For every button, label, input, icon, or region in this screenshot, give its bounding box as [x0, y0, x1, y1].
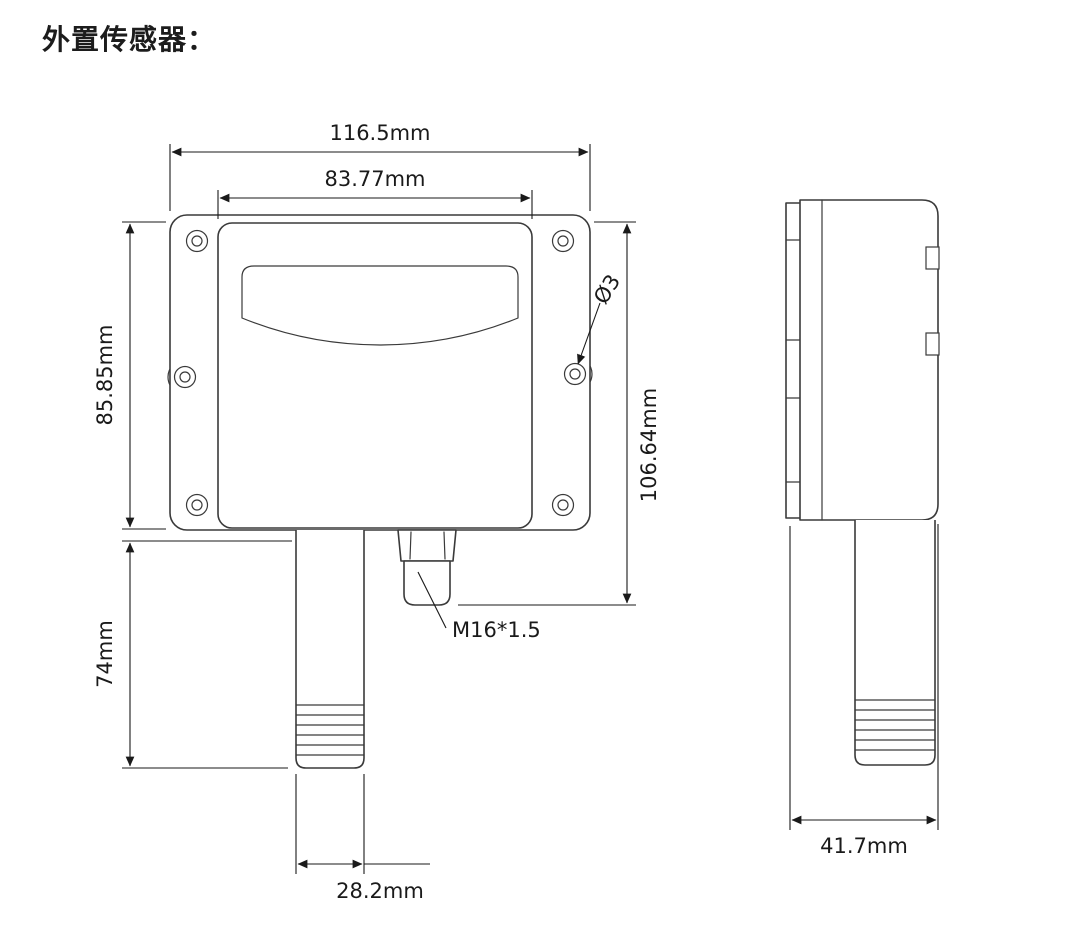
probe-front	[295, 530, 365, 769]
dimension-depth: 41.7mm	[789, 524, 939, 858]
screw-hole-icon	[551, 493, 575, 517]
screw-hole-icon	[179, 371, 191, 383]
screw-hole-icon	[173, 365, 197, 389]
screw-hole-icon	[191, 499, 203, 511]
screw-hole-icon	[569, 368, 581, 380]
screw-holes	[173, 229, 587, 517]
screw-hole-icon	[185, 493, 209, 517]
dimension-body-height: 85.85mm	[93, 221, 166, 530]
front-lid	[217, 222, 533, 529]
dimension-overall-height: 106.64mm	[458, 221, 661, 606]
screw-hole-icon	[557, 235, 569, 247]
screw-hole-icon	[185, 229, 209, 253]
dim-probe-length-label: 74mm	[93, 620, 117, 688]
dim-probe-width-label: 28.2mm	[336, 879, 424, 903]
screw-hole-icon	[191, 235, 203, 247]
dimension-lid-width: 83.77mm	[217, 167, 533, 219]
dimension-probe-width: 28.2mm	[295, 774, 430, 903]
screw-hole-icon	[557, 499, 569, 511]
cable-gland-front	[397, 529, 457, 606]
screw-hole-icon	[563, 362, 587, 386]
side-body	[799, 199, 939, 521]
side-view	[785, 199, 940, 766]
dim-total-width-label: 116.5mm	[329, 121, 430, 145]
page-title: 外置传感器：	[42, 23, 217, 56]
hole-diameter-label: Ø3	[589, 270, 625, 308]
dim-body-height-label: 85.85mm	[93, 324, 117, 425]
back-clip	[925, 246, 940, 270]
probe-side	[854, 520, 936, 766]
dim-lid-width-label: 83.77mm	[324, 167, 425, 191]
display-window	[241, 265, 519, 346]
dim-depth-label: 41.7mm	[820, 834, 908, 858]
dim-overall-height-label: 106.64mm	[637, 388, 661, 502]
dimension-probe-length: 74mm	[93, 540, 292, 769]
screw-hole-icon	[551, 229, 575, 253]
gland-thread-label: M16*1.5	[452, 618, 541, 642]
callout-gland-thread: M16*1.5	[417, 571, 541, 642]
front-view	[167, 214, 593, 769]
dimension-total-width: 116.5mm	[169, 121, 591, 211]
back-clip	[925, 332, 940, 356]
